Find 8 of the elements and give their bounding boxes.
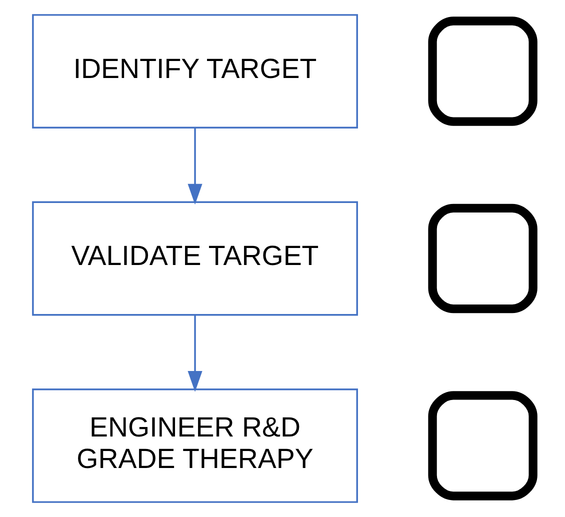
node-box xyxy=(428,391,537,500)
arrow xyxy=(187,314,202,392)
node-box xyxy=(428,16,537,126)
node-box: ENGINEER R&D GRADE THERAPY xyxy=(32,388,358,503)
node-box xyxy=(428,204,537,314)
node-box: IDENTIFY TARGET xyxy=(32,14,358,128)
node-box: VALIDATE TARGET xyxy=(32,201,358,316)
arrow xyxy=(187,128,202,205)
